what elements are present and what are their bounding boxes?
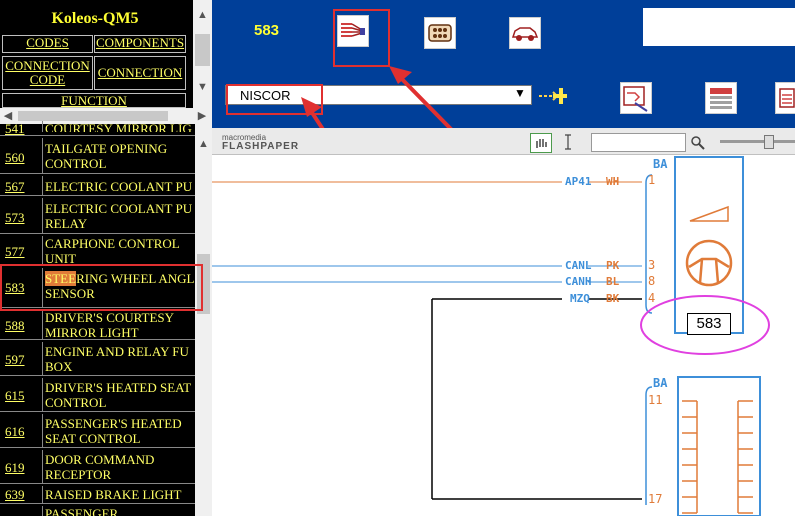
connector-select[interactable] xyxy=(225,85,532,105)
wire-code: CANH xyxy=(565,275,592,288)
connector-label: BA xyxy=(653,157,668,171)
connection-code-button[interactable]: CONNECTION CODE xyxy=(2,56,93,90)
pin-number: 1 xyxy=(648,173,656,187)
select-value: NISCOR xyxy=(240,88,291,103)
codes-button[interactable]: CODES xyxy=(2,35,93,53)
app-title: Koleos-QM5 xyxy=(51,10,139,27)
hand-tool-icon[interactable] xyxy=(530,133,552,153)
flashpaper-toolbar xyxy=(212,128,795,155)
wiring-icon[interactable] xyxy=(337,15,369,47)
function-button[interactable]: FUNCTION xyxy=(2,93,186,108)
list-item[interactable]: 616 PASSENGER'S HEATED SEAT CONTROL xyxy=(0,414,195,448)
list-item[interactable]: 639 RAISED BRAKE LIGHT xyxy=(0,486,195,504)
sidebar-nav-scrollbar[interactable]: ▲ ▼ xyxy=(193,0,212,108)
highlight-box-wiring-icon xyxy=(333,9,390,67)
search-highlight: STEE xyxy=(45,271,77,286)
pin-number: 17 xyxy=(648,492,663,506)
zoom-slider[interactable] xyxy=(720,140,795,143)
flashpaper-search-input[interactable] xyxy=(591,133,686,152)
list-item[interactable]: 588 DRIVER'S COURTESY MIRROR LIGHT xyxy=(0,310,195,340)
list-icon[interactable] xyxy=(705,82,737,114)
scroll-thumb[interactable] xyxy=(18,111,168,121)
sidebar-horizontal-scrollbar[interactable]: ◀ ▶ xyxy=(0,108,212,124)
chevron-down-icon[interactable]: ▼ xyxy=(514,86,526,100)
wire-code: MZQ xyxy=(570,292,590,305)
wire-color: PK xyxy=(606,259,620,272)
magnifier-icon[interactable] xyxy=(690,133,706,151)
list-item[interactable]: 577 CARPHONE CONTROL UNIT xyxy=(0,236,195,266)
scroll-up-icon[interactable]: ▲ xyxy=(198,138,209,150)
diagram-lines xyxy=(212,156,770,516)
pin-number: 11 xyxy=(648,393,663,407)
scroll-down-icon[interactable]: ▼ xyxy=(197,81,208,93)
list-scrollbar[interactable]: ▲ xyxy=(195,124,212,516)
car-icon[interactable] xyxy=(509,17,541,49)
list-item[interactable]: 541 COURTESY MIRROR LIG xyxy=(0,121,195,136)
scroll-thumb[interactable] xyxy=(197,254,210,314)
wire-color: BK xyxy=(606,292,620,305)
highlight-box-selected-row xyxy=(0,264,203,311)
scroll-thumb[interactable] xyxy=(195,34,210,66)
scroll-left-icon[interactable]: ◀ xyxy=(3,110,13,122)
scroll-right-icon[interactable]: ▶ xyxy=(197,110,207,122)
pin-number: 4 xyxy=(648,291,656,305)
list-item[interactable]: 597 ENGINE AND RELAY FU BOX xyxy=(0,342,195,376)
list-item[interactable]: 573 ELECTRIC COOLANT PU RELAY xyxy=(0,198,195,234)
components-button[interactable]: COMPONENTS xyxy=(94,35,186,53)
flashpaper-logo: macromedia FLASHPAPER xyxy=(222,133,300,152)
zoom-slider-handle[interactable] xyxy=(764,135,774,149)
add-icon[interactable] xyxy=(537,80,569,110)
list-item[interactable]: 560 TAILGATE OPENING CONTROL xyxy=(0,138,195,174)
settings-icon[interactable] xyxy=(775,82,795,114)
highlight-box-select xyxy=(226,84,323,115)
wire-code: AP41 xyxy=(565,175,592,188)
list-item[interactable]: PASSENGER xyxy=(0,506,195,516)
connector-icon[interactable] xyxy=(424,17,456,49)
scroll-up-icon[interactable]: ▲ xyxy=(197,9,208,21)
wiring-diagram: AP41 WH 1 CANL PK 3 CANH BL 8 MZQ BK 4 B… xyxy=(212,155,795,516)
info-panel xyxy=(643,8,795,46)
pin-number: 3 xyxy=(648,258,656,272)
connection-button[interactable]: CONNECTION xyxy=(94,56,186,90)
text-cursor-icon[interactable] xyxy=(562,133,574,151)
list-item-selected[interactable]: 583 STEERING WHEEL ANGL SENSOR xyxy=(0,268,195,308)
pin-number: 8 xyxy=(648,274,656,288)
print-icon[interactable] xyxy=(620,82,652,114)
list-item[interactable]: 619 DOOR COMMAND RECEPTOR xyxy=(0,450,195,484)
wire-color: WH xyxy=(606,175,620,188)
diagram-number: 583 xyxy=(254,22,280,39)
wire-color: BL xyxy=(606,275,620,288)
sidebar: Koleos-QM5 CODES COMPONENTS CONNECTION C… xyxy=(0,0,212,516)
wire-code: CANL xyxy=(565,259,592,272)
list-item[interactable]: 567 ELECTRIC COOLANT PU xyxy=(0,176,195,196)
list-item[interactable]: 615 DRIVER'S HEATED SEAT CONTROL xyxy=(0,378,195,412)
component-id-label: 583 xyxy=(687,313,731,335)
connector-label: BA xyxy=(653,376,668,390)
